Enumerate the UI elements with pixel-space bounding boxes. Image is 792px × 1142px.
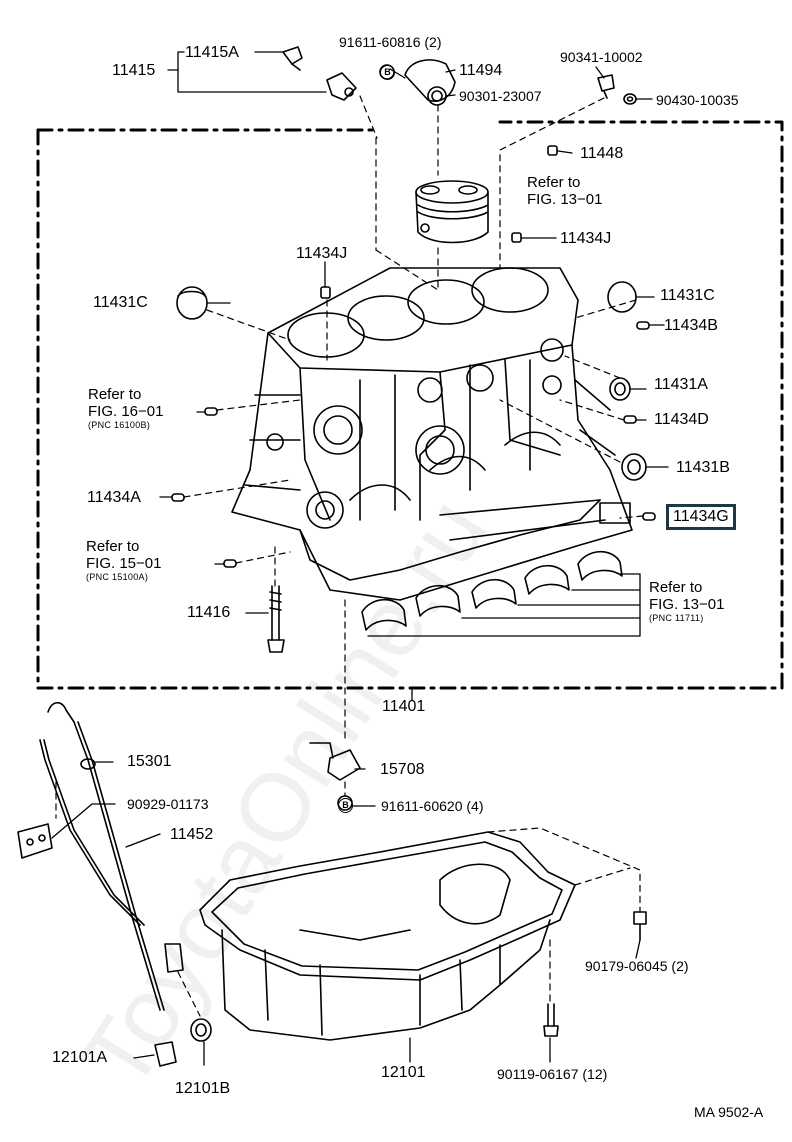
dipstick-drawing [17,701,184,1011]
small-plugs-drawing [171,145,656,568]
refer-fig15[interactable]: Refer to FIG. 15−01 (PNC 15100A) [86,538,161,582]
label-91611-60816[interactable]: 91611-60816 (2) [339,34,442,50]
label-11434B[interactable]: 11434B [664,317,718,334]
refer-fig13-bottom-line2: FIG. 13−01 [649,596,725,613]
label-90301-23007[interactable]: 90301-23007 [459,88,542,104]
refer-fig16-line2: FIG. 16−01 [88,403,164,420]
label-15301[interactable]: 15301 [127,753,172,770]
label-11401[interactable]: 11401 [382,698,426,715]
label-90341-10002[interactable]: 90341-10002 [560,49,643,65]
refer-fig16[interactable]: Refer to FIG. 16−01 (PNC 16100B) [88,386,163,430]
refer-fig15-line2: FIG. 15−01 [86,555,162,572]
highlighted-part-box[interactable]: 11434G [666,504,736,530]
refer-fig13-top-line1: Refer to [527,174,581,191]
label-12101[interactable]: 12101 [381,1064,426,1081]
label-11434D[interactable]: 11434D [654,411,709,428]
main-bearings-drawing [361,550,623,631]
refer-fig15-line1: Refer to [86,538,140,555]
label-11434A[interactable]: 11434A [87,489,141,506]
bolt-11416-drawing [267,585,285,653]
piston-drawing [415,180,489,244]
label-90119-06167[interactable]: 90119-06167 (12) [497,1066,608,1082]
drain-bolt-drawing [597,74,637,105]
dashed-guides [55,95,644,1017]
label-90929-01173[interactable]: 90929-01173 [127,796,209,812]
pan-fasteners-drawing [154,911,647,1067]
label-11431A[interactable]: 11431A [654,376,708,393]
refer-fig15-pnc: (PNC 15100A) [86,572,149,582]
label-11431C-left[interactable]: 11431C [93,294,148,311]
label-91611-60620[interactable]: 91611-60620 (4) [381,798,484,814]
refer-fig13-bottom-pnc: (PNC 11711) [649,613,704,623]
label-11452[interactable]: 11452 [170,826,214,843]
leader-lines [51,51,669,1066]
label-11434J-right[interactable]: 11434J [560,230,612,247]
refer-fig13-bottom-line1: Refer to [649,579,703,596]
refer-fig13-top[interactable]: Refer to FIG. 13−01 [527,174,602,208]
label-90430-10035[interactable]: 90430-10035 [656,92,739,108]
label-11415[interactable]: 11415 [112,62,156,79]
refer-fig16-line1: Refer to [88,386,142,403]
label-12101B[interactable]: 12101B [175,1080,231,1097]
footer-code: MA 9502-A [694,1104,764,1120]
refer-fig16-pnc: (PNC 16100B) [88,420,151,430]
label-11434G: 11434G [673,508,729,525]
label-11431C-right[interactable]: 11431C [660,287,715,304]
label-11416[interactable]: 11416 [187,604,231,621]
circle-b-marker-top: B [380,65,395,80]
oil-pan-drawing [199,831,576,1041]
label-15708[interactable]: 15708 [380,761,425,778]
refer-fig13-top-line2: FIG. 13−01 [527,191,603,208]
label-11415A[interactable]: 11415A [185,44,239,61]
oil-pressure-switch-drawing [282,46,357,101]
label-90179-06045[interactable]: 90179-06045 (2) [585,958,689,974]
label-12101A[interactable]: 12101A [52,1049,108,1066]
label-11494[interactable]: 11494 [459,62,503,79]
assembly-frame [36,120,784,690]
refer-fig13-bottom[interactable]: Refer to FIG. 13−01 (PNC 11711) [649,579,724,623]
circle-b-marker-bottom: B [338,798,353,813]
label-11448[interactable]: 11448 [580,145,624,162]
cylinder-block-drawing [231,267,633,601]
oil-level-sensor-drawing [309,742,361,811]
label-11434J-left[interactable]: 11434J [296,245,348,262]
label-11431B[interactable]: 11431B [676,459,730,476]
